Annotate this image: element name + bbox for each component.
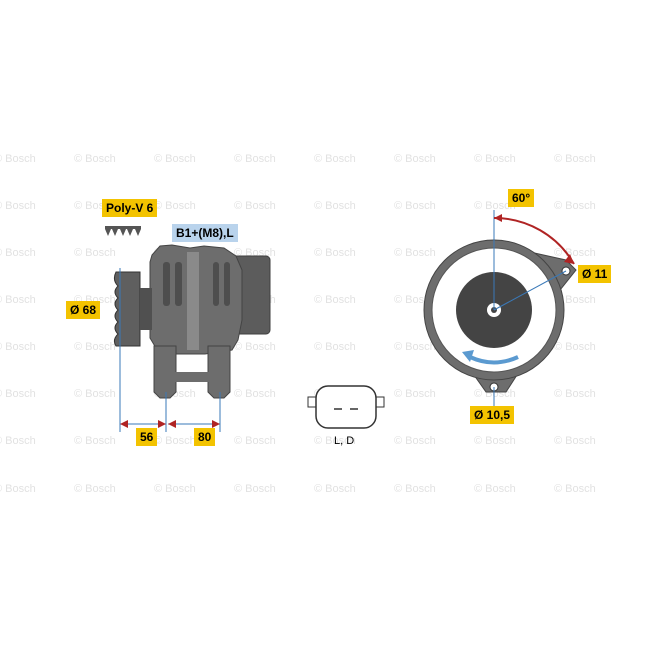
watermark-text: © Bosch [234,341,276,353]
dimension-56-label: 56 [136,428,158,446]
watermark-text: © Bosch [154,435,196,447]
lower-hole-label: Ø 10,5 [470,406,515,424]
dimension-80-label: 80 [194,428,216,446]
belt-type-label: Poly-V 6 [102,199,158,217]
watermark-text: © Bosch [74,341,116,353]
mounting-foot-front [153,345,177,399]
watermark-text: © Bosch [554,294,596,306]
watermark-text: © Bosch [474,435,516,447]
dimension-arrows [120,420,220,428]
watermark-text: © Bosch [234,483,276,495]
vent-slots [163,262,230,306]
watermark-text: © Bosch [0,388,36,400]
front-view [423,210,577,410]
poly-v-belt-icon [105,226,141,236]
connector-pin-label: L, D [334,435,355,447]
side-view [105,226,271,432]
watermark-text: © Bosch [234,200,276,212]
watermark-text: © Bosch [154,153,196,165]
watermark-text: © Bosch [0,153,36,165]
watermark-text: © Bosch [0,294,36,306]
watermark-text: © Bosch [74,435,116,447]
watermark-text: © Bosch [154,200,196,212]
pulley [113,271,141,347]
watermark-text: © Bosch [394,388,436,400]
watermark-text: © Bosch [394,247,436,259]
watermark-text: © Bosch [554,153,596,165]
watermark-text: © Bosch [314,341,356,353]
watermark-text: © Bosch [394,435,436,447]
watermark-text: © Bosch [554,435,596,447]
watermark-text: © Bosch [314,153,356,165]
watermark-text: © Bosch [554,341,596,353]
watermark-text: © Bosch [314,247,356,259]
watermark-text: © Bosch [234,153,276,165]
watermark-text: © Bosch [554,388,596,400]
foot-bridge [174,372,210,382]
watermark-text: © Bosch [74,153,116,165]
watermark-text: © Bosch [314,294,356,306]
watermark-text: © Bosch [554,200,596,212]
watermark-text: © Bosch [314,483,356,495]
watermark-text: © Bosch [234,435,276,447]
watermark-text: © Bosch [394,153,436,165]
pulley-diameter-label: Ø 68 [66,301,101,319]
angle-arrow-head [564,254,574,264]
angle-arrow-tail [494,214,502,222]
watermark-text: © Bosch [474,200,516,212]
terminal-label: B1+(M8),L [172,224,238,242]
watermark-text: © Bosch [394,200,436,212]
body-highlight [187,252,199,350]
rotation-arrow [469,355,519,365]
watermark-text: © Bosch [154,483,196,495]
watermark-text: © Bosch [0,483,36,495]
watermark-text: © Bosch [554,483,596,495]
watermark-text: © Bosch [0,247,36,259]
watermark-text: © Bosch [394,341,436,353]
angle-label: 60° [508,189,535,207]
connector-plug [307,385,385,429]
watermark-text: © Bosch [0,435,36,447]
watermark-text: © Bosch [474,483,516,495]
watermark-text: © Bosch [0,200,36,212]
watermark-text: © Bosch [314,200,356,212]
watermark-text: © Bosch [394,483,436,495]
watermark-text: © Bosch [74,247,116,259]
watermark-text: © Bosch [0,341,36,353]
watermark-text: © Bosch [314,435,356,447]
angle-ray [493,270,567,311]
upper-hole-label: Ø 11 [578,265,612,283]
watermark-text: © Bosch [474,153,516,165]
watermark-text: © Bosch [234,388,276,400]
angle-arc [493,216,575,265]
watermark-text: © Bosch [74,483,116,495]
pulley-hub [140,288,152,330]
watermark-text: © Bosch [74,388,116,400]
mounting-foot-rear [207,345,231,399]
rotation-arrow-head [462,350,474,362]
